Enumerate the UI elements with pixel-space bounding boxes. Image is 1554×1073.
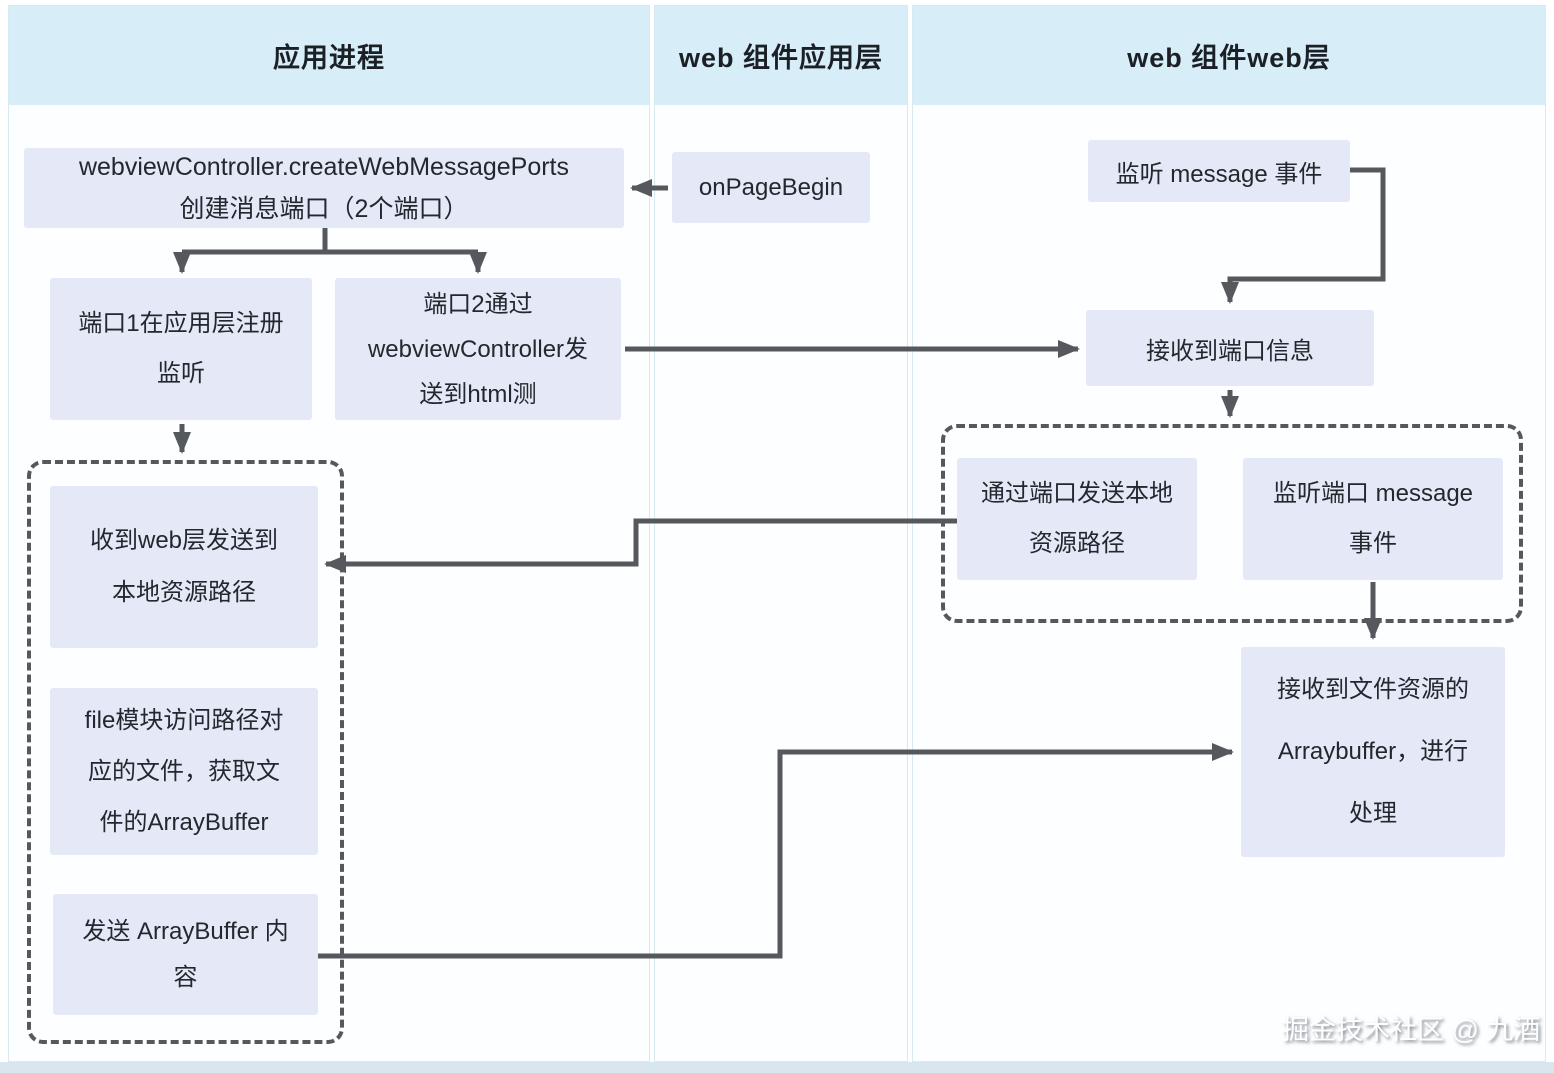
lane-header-web-component-web-layer: web 组件web层 — [913, 6, 1545, 105]
node-send-local-path: 通过端口发送本地 资源路径 — [957, 458, 1197, 580]
node-listen-port-message: 监听端口 message 事件 — [1243, 458, 1503, 580]
node-file-module-arraybuffer: file模块访问路径对 应的文件，获取文 件的ArrayBuffer — [50, 688, 318, 855]
node-receive-port-info: 接收到端口信息 — [1086, 310, 1374, 386]
node-create-ports: webviewController.createWebMessagePorts … — [24, 148, 624, 228]
node-port1-register: 端口1在应用层注册 监听 — [50, 278, 312, 420]
node-send-arraybuffer: 发送 ArrayBuffer 内 容 — [53, 894, 318, 1015]
node-port2-send: 端口2通过 webviewController发 送到html测 — [335, 278, 621, 420]
node-listen-message: 监听 message 事件 — [1088, 140, 1350, 202]
bottom-strip — [0, 1062, 1554, 1073]
lane-header-web-component-app-layer: web 组件应用层 — [655, 6, 907, 105]
node-receive-file-arraybuffer: 接收到文件资源的 Arraybuffer，进行 处理 — [1241, 647, 1505, 857]
watermark: 掘金技术社区 @ 九酒 — [1282, 1015, 1541, 1045]
node-receive-local-path: 收到web层发送到 本地资源路径 — [50, 486, 318, 648]
node-onpagebegin: onPageBegin — [672, 152, 870, 223]
lane-header-app-process: 应用进程 — [9, 6, 649, 105]
lane-body-web-component-app-layer — [655, 105, 907, 1061]
